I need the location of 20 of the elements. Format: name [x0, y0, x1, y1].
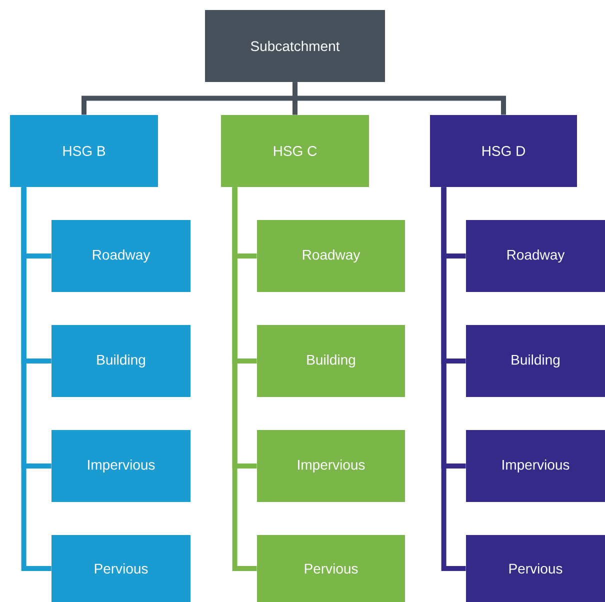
group-box: HSG D: [430, 115, 577, 187]
category-box: Building: [466, 325, 605, 397]
category-box: Roadway: [257, 220, 405, 292]
category-box: Roadway: [52, 220, 190, 292]
category-box: Impervious: [466, 430, 605, 502]
category-box: Building: [257, 325, 405, 397]
category-box: Building: [52, 325, 190, 397]
root-box: Subcatchment: [205, 10, 385, 82]
category-box: Pervious: [466, 535, 605, 602]
category-box: Impervious: [257, 430, 405, 502]
category-box: Pervious: [52, 535, 190, 602]
connector: [21, 187, 52, 571]
group-box: HSG C: [221, 115, 369, 187]
category-box: Roadway: [466, 220, 605, 292]
connector: [232, 187, 257, 571]
category-box: Impervious: [52, 430, 190, 502]
connector: [292, 82, 506, 115]
category-box: Pervious: [257, 535, 405, 602]
connector: [441, 187, 466, 571]
group-box: HSG B: [10, 115, 158, 187]
